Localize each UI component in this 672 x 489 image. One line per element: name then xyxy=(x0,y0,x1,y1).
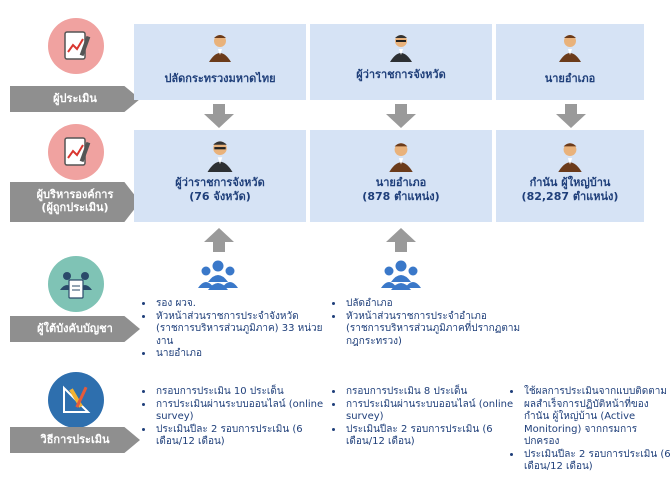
list-item: หัวหน้าส่วนราชการประจำอำเภอ (ราชการบริหา… xyxy=(344,311,524,349)
list-item: กรอบการประเมิน 10 ประเด็น xyxy=(154,386,324,399)
evaluator-name: นายอำเภอ xyxy=(544,72,596,85)
evaluated-row-label: ผู้บริหารองค์การ (ผู้ถูกประเมิน) xyxy=(10,182,140,222)
evaluated-count: (878 ตำแหน่ง) xyxy=(362,190,440,204)
evaluator-box-1: ปลัดกระทรวงมหาดไทย xyxy=(134,24,306,100)
method-list-2: กรอบการประเมิน 8 ประเด็น การประเมินผ่านร… xyxy=(330,386,524,449)
subordinate-list-1: รอง ผวจ. หัวหน้าส่วนราชการประจำจังหวัด (… xyxy=(140,298,324,361)
people-group-icon xyxy=(381,260,421,290)
down-arrow-icon xyxy=(556,104,586,128)
evaluator-icon-circle xyxy=(48,18,104,74)
evaluator-name: ปลัดกระทรวงมหาดไทย xyxy=(164,72,276,85)
evaluator-row-label: ผู้ประเมิน xyxy=(10,86,140,112)
list-item: ประเมินปีละ 2 รอบการประเมิน (6 เดือน/12 … xyxy=(522,449,672,474)
list-item: กรอบการประเมิน 8 ประเด็น xyxy=(344,386,524,399)
list-item: การประเมินผ่านระบบออนไลน์ (online survey… xyxy=(344,399,524,424)
person-icon xyxy=(209,35,231,62)
list-item: นายอำเภอ xyxy=(154,348,324,361)
evaluated-box-3: กำนัน ผู้ใหญ่บ้าน (82,287 ตำแหน่ง) xyxy=(496,130,644,222)
evaluated-count: (76 จังหวัด) xyxy=(189,190,251,204)
method-icon-circle xyxy=(48,372,104,428)
evaluated-name: กำนัน ผู้ใหญ่บ้าน xyxy=(529,176,611,189)
down-arrow-icon xyxy=(204,104,234,128)
up-arrow-icon xyxy=(386,228,416,252)
subordinate-list-2: ปลัดอำเภอ หัวหน้าส่วนราชการประจำอำเภอ (ร… xyxy=(330,298,524,348)
method-list-3: ใช้ผลการประเมินจากแบบติดตามผลสำเร็จการปฏ… xyxy=(508,386,672,474)
ruler-tools-icon xyxy=(63,385,91,413)
method-list-1: กรอบการประเมิน 10 ประเด็น การประเมินผ่าน… xyxy=(140,386,324,449)
list-item: หัวหน้าส่วนราชการประจำจังหวัด (ราชการบริ… xyxy=(154,311,324,349)
list-item: ประเมินปีละ 2 รอบการประเมิน (6 เดือน/12 … xyxy=(344,424,524,449)
down-arrow-icon xyxy=(386,104,416,128)
person-icon xyxy=(559,35,581,62)
evaluated-name: นายอำเภอ xyxy=(375,176,427,189)
evaluator-name: ผู้ว่าราชการจังหวัด xyxy=(356,68,446,81)
subordinate-row-label: ผู้ใต้บังคับบัญชา xyxy=(10,316,140,342)
evaluator-box-2: ผู้ว่าราชการจังหวัด xyxy=(310,24,492,100)
evaluated-icon-circle xyxy=(48,124,104,180)
group-clipboard-icon xyxy=(60,272,92,299)
people-group-icon xyxy=(198,260,238,290)
person-icon xyxy=(558,143,582,172)
evaluator-box-3: นายอำเภอ xyxy=(496,24,644,100)
list-item: ใช้ผลการประเมินจากแบบติดตามผลสำเร็จการปฏ… xyxy=(522,386,672,449)
clipboard-chart-icon xyxy=(64,137,91,166)
evaluated-box-1: ผู้ว่าราชการจังหวัด (76 จังหวัด) xyxy=(134,130,306,222)
clipboard-chart-icon xyxy=(64,31,91,60)
official-person-icon xyxy=(207,141,233,172)
list-item: การประเมินผ่านระบบออนไลน์ (online survey… xyxy=(154,399,324,424)
list-item: รอง ผวจ. xyxy=(154,298,324,311)
subordinate-icon-circle xyxy=(48,256,104,312)
list-item: ปลัดอำเภอ xyxy=(344,298,524,311)
official-person-icon xyxy=(390,35,412,62)
up-arrow-icon xyxy=(204,228,234,252)
evaluated-count: (82,287 ตำแหน่ง) xyxy=(521,190,619,204)
method-row-label: วิธีการประเมิน xyxy=(10,427,140,453)
evaluated-box-2: นายอำเภอ (878 ตำแหน่ง) xyxy=(310,130,492,222)
person-icon xyxy=(389,143,413,172)
list-item: ประเมินปีละ 2 รอบการประเมิน (6 เดือน/12 … xyxy=(154,424,324,449)
evaluated-name: ผู้ว่าราชการจังหวัด xyxy=(175,176,265,189)
